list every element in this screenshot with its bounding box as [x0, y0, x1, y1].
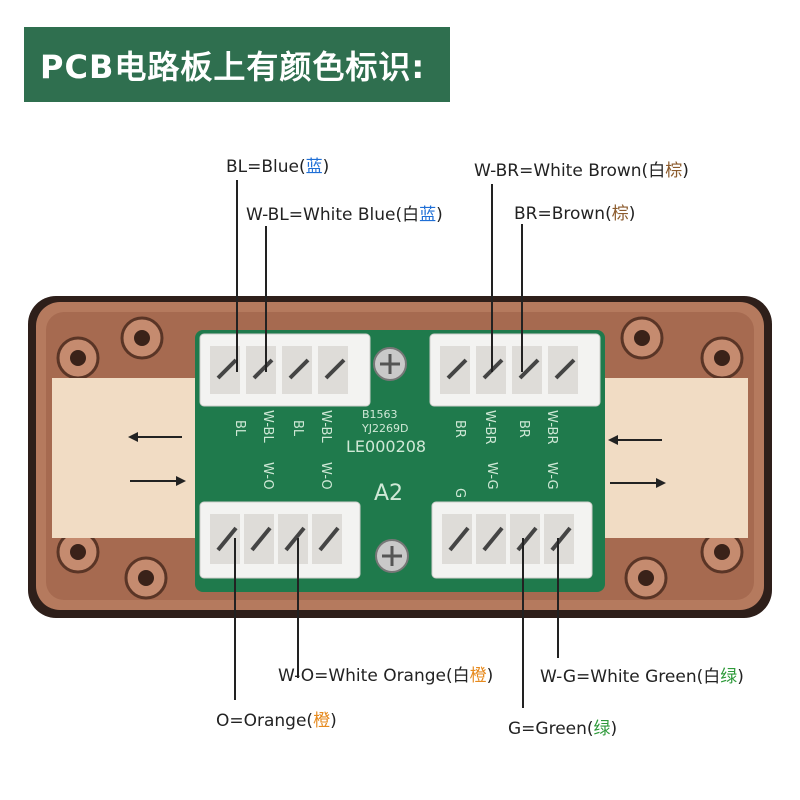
label-wbl: W-BL=White Blue(白蓝) — [246, 205, 443, 225]
pcb-mark: W-BR — [544, 410, 559, 445]
label-o: O=Orange(橙) — [216, 711, 337, 731]
pcb-mark: W-BL — [318, 410, 333, 443]
pcb-mark: BR — [516, 420, 531, 438]
screw-icon — [373, 347, 407, 381]
pcb-mark: BL — [232, 420, 247, 437]
pcb-mark: W-BR — [482, 410, 497, 445]
banner-title: PCB电路板上有颜色标识: — [40, 47, 426, 86]
pcb-mark: BR — [452, 420, 467, 438]
pcb-mark: W-O — [260, 462, 275, 490]
label-g: G=Green(绿) — [508, 719, 618, 739]
pcb-mark: W-BL — [260, 410, 275, 443]
label-wo: W-O=White Orange(白橙) — [278, 666, 494, 686]
pcb-mark: W-O — [318, 462, 333, 490]
terminal-block-bottom-left — [199, 501, 361, 579]
label-wg: W-G=White Green(白绿) — [540, 667, 744, 687]
screw-icon — [375, 539, 409, 573]
pcb-code: LE000208 — [346, 437, 426, 456]
label-wbr: W-BR=White Brown(白棕) — [474, 161, 689, 181]
pcb-silkscreen: BL W-BL BL W-BL BR W-BR BR W-BR W-O W-O … — [232, 408, 559, 506]
pcb-mark: W-G — [544, 462, 559, 490]
leader-lines — [234, 180, 559, 708]
pcb-mark: BL — [290, 420, 305, 437]
terminal-block-top-right — [429, 333, 601, 407]
pcb-mark: W-G — [484, 462, 499, 490]
pcb-code: YJ2269D — [361, 422, 408, 435]
terminal-block-bottom-right — [431, 501, 593, 579]
left-arrow-icon — [128, 432, 186, 486]
right-cable-pad — [602, 378, 748, 538]
terminal-block-top-left — [199, 333, 371, 407]
right-arrow-icon — [608, 435, 666, 488]
label-br: BR=Brown(棕) — [514, 204, 636, 224]
pcb-mark: G — [452, 488, 467, 498]
left-cable-pad — [52, 378, 198, 538]
pcb-code: B1563 — [362, 408, 398, 421]
title-banner: PCB电路板上有颜色标识: — [24, 27, 450, 102]
label-bl: BL=Blue(蓝) — [226, 157, 330, 177]
pcb-code: A2 — [374, 481, 403, 506]
